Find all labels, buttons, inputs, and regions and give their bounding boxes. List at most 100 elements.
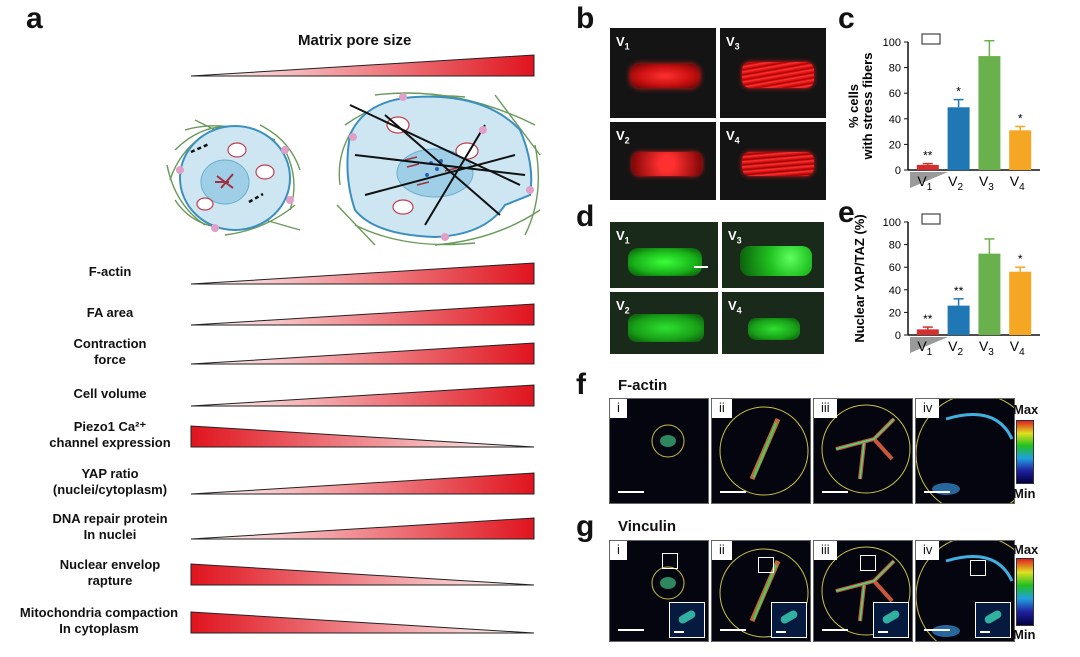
row-label-line: DNA repair protein bbox=[52, 511, 168, 526]
f-colorbar-max: Max bbox=[1013, 402, 1039, 417]
category-label: V4 bbox=[1010, 173, 1025, 193]
row-label-line: Mitochondria compaction bbox=[19, 605, 179, 620]
f-row-image-4: iv bbox=[915, 398, 1015, 504]
variant-label-v1: V bbox=[616, 34, 625, 49]
micrograph-v3-factin: V3 bbox=[720, 28, 826, 118]
y-tick-label: 0 bbox=[895, 165, 901, 177]
row-label-line: Cell volume bbox=[73, 386, 147, 401]
roman-numeral-label: ii bbox=[712, 541, 732, 560]
micrograph-v2-factin: V2 bbox=[610, 122, 716, 200]
category-label: V2 bbox=[948, 173, 963, 193]
trend-wedge-increasing bbox=[190, 342, 535, 365]
panel-label-d: d bbox=[576, 200, 595, 233]
roman-numeral-label: iv bbox=[916, 399, 940, 418]
bar-V2 bbox=[947, 305, 970, 335]
vinculin-colorbar bbox=[1016, 558, 1034, 626]
roman-numeral-label: ii bbox=[712, 399, 732, 418]
y-tick-label: 80 bbox=[889, 240, 901, 252]
g-row-image-3: iii bbox=[813, 540, 913, 642]
zoom-region-box bbox=[970, 560, 986, 576]
y-tick-label: 60 bbox=[889, 262, 901, 274]
panel-label-g: g bbox=[576, 510, 595, 543]
zoom-inset bbox=[669, 602, 705, 638]
pore-wedge bbox=[910, 337, 948, 353]
matrix-pore-size-wedge bbox=[190, 54, 535, 77]
scale-bar bbox=[924, 491, 950, 493]
category-label: V3 bbox=[979, 173, 994, 193]
category-label: V1 bbox=[917, 173, 932, 193]
roman-numeral-label: iii bbox=[814, 399, 837, 418]
y-tick-label: 20 bbox=[889, 139, 901, 151]
zoom-inset bbox=[873, 602, 909, 638]
row-label-line: FA area bbox=[86, 305, 134, 320]
micrograph-v1-factin: V1 bbox=[610, 28, 716, 118]
scale-bar bbox=[822, 629, 848, 631]
zoom-region-box bbox=[860, 555, 876, 571]
scale-bar bbox=[720, 491, 746, 493]
f-row-image-3: iii bbox=[813, 398, 913, 504]
scale-bar bbox=[720, 629, 746, 631]
cell-illustration-large-pore bbox=[336, 92, 541, 246]
significance-mark: * bbox=[1018, 252, 1023, 266]
micrograph-v1-yap: V1 bbox=[610, 222, 718, 288]
bar-V1 bbox=[916, 329, 939, 335]
row-label-4: Cell volume bbox=[40, 386, 180, 402]
category-label: V3 bbox=[979, 338, 994, 358]
f-colorbar-min: Min bbox=[1013, 486, 1036, 501]
panel-label-c: c bbox=[838, 2, 855, 35]
y-tick-label: 0 bbox=[895, 330, 901, 342]
variant-label-v4: V bbox=[726, 128, 735, 143]
bar-V4 bbox=[1009, 130, 1032, 170]
row-label-line: channel expression bbox=[49, 435, 171, 450]
scale-bar bbox=[822, 491, 848, 493]
g-colorbar-min: Min bbox=[1013, 627, 1036, 642]
variant-label-v3: V bbox=[726, 34, 735, 49]
variant-label-v2: V bbox=[616, 128, 625, 143]
g-row-image-4: iv bbox=[915, 540, 1015, 642]
trend-wedge-increasing bbox=[190, 262, 535, 285]
roman-numeral-label: iv bbox=[916, 541, 940, 560]
panel-label-b: b bbox=[576, 2, 595, 35]
matrix-pore-size-title: Matrix pore size bbox=[298, 32, 412, 49]
scale-bar bbox=[618, 629, 644, 631]
g-row-image-2: ii bbox=[711, 540, 811, 642]
roman-numeral-label: i bbox=[610, 541, 627, 560]
significance-mark: * bbox=[956, 85, 961, 99]
matrix-icon bbox=[921, 213, 941, 225]
row-label-line: YAP ratio bbox=[81, 466, 139, 481]
y-tick-label: 60 bbox=[889, 88, 901, 100]
zoom-region-box bbox=[662, 553, 678, 569]
micrograph-v2-yap: V2 bbox=[610, 292, 718, 354]
zoom-inset bbox=[975, 602, 1011, 638]
category-label: V4 bbox=[1010, 338, 1025, 358]
roman-numeral-label: i bbox=[610, 399, 627, 418]
panel-label-f: f bbox=[576, 368, 586, 401]
panel-label-a: a bbox=[26, 2, 43, 35]
category-label: V1 bbox=[917, 338, 932, 358]
panel-label-e: e bbox=[838, 196, 855, 229]
cell-illustration-small-pore bbox=[166, 119, 301, 236]
pore-wedge bbox=[910, 172, 948, 188]
f-row-image-1: i bbox=[609, 398, 709, 504]
trend-wedge-increasing bbox=[190, 517, 535, 540]
row-label-line: Contraction bbox=[73, 336, 147, 351]
y-tick-label: 80 bbox=[889, 63, 901, 75]
y-tick-label: 100 bbox=[883, 37, 901, 49]
significance-mark: * bbox=[1018, 111, 1023, 125]
trend-wedge-increasing bbox=[190, 303, 535, 326]
category-label: V2 bbox=[948, 338, 963, 358]
scale-bar bbox=[924, 629, 950, 631]
matrix-icon bbox=[921, 33, 941, 45]
y-axis-label: Nuclear YAP/TAZ (%) bbox=[852, 214, 867, 342]
significance-mark: ** bbox=[923, 149, 933, 163]
f-row-image-2: ii bbox=[711, 398, 811, 504]
micrograph-v3-yap: V3 bbox=[722, 222, 824, 288]
significance-mark: ** bbox=[923, 312, 933, 326]
bar-V4 bbox=[1009, 271, 1032, 335]
bar-V3 bbox=[978, 253, 1001, 335]
roman-numeral-label: iii bbox=[814, 541, 837, 560]
